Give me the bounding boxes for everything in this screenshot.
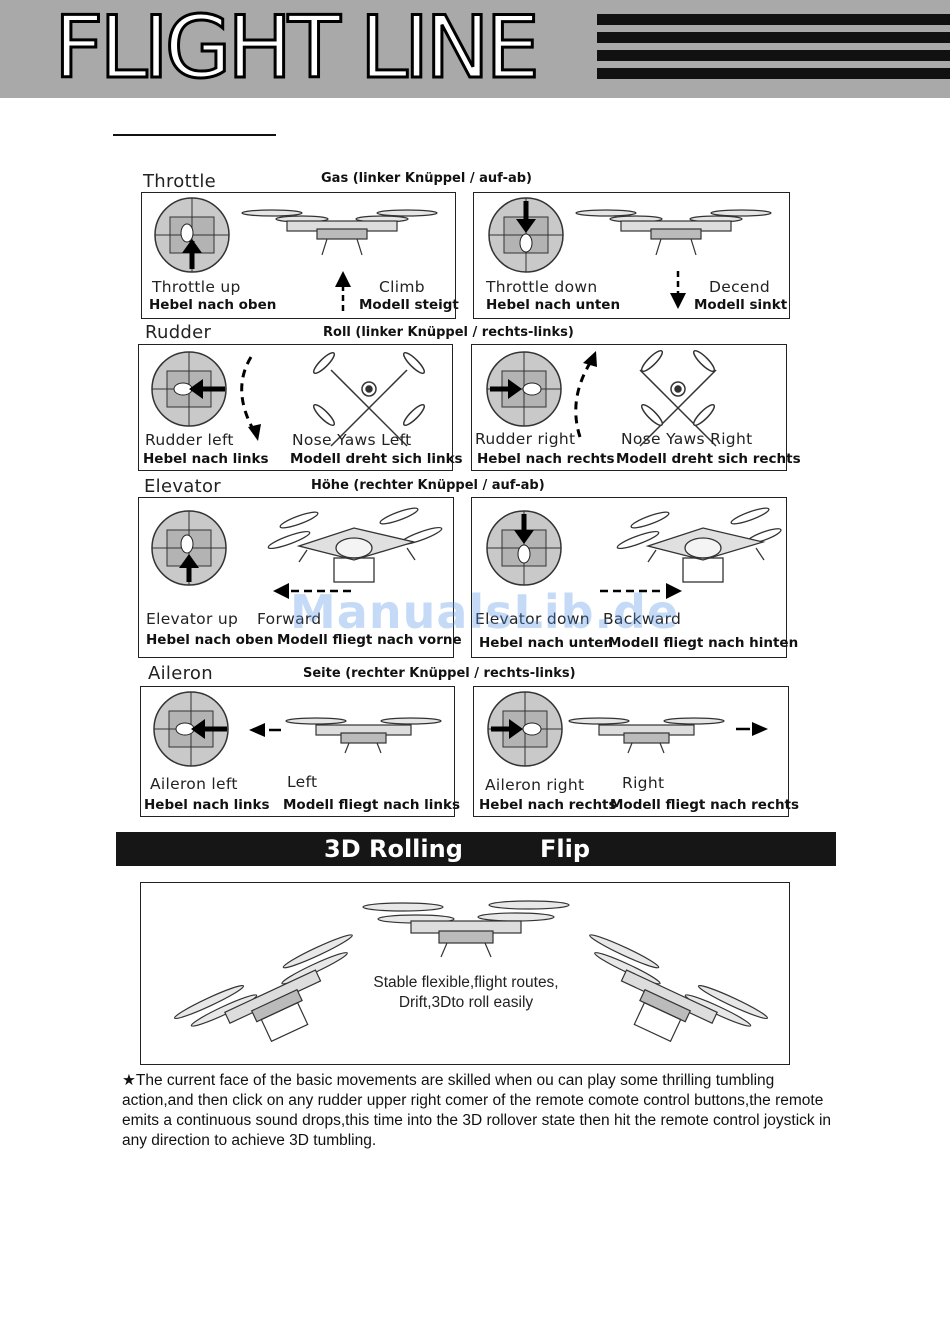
left-label: Left	[287, 773, 318, 791]
elevator-up-de: Hebel nach oben	[146, 632, 274, 648]
climb-arrow-icon	[335, 271, 351, 311]
stick-up-icon	[154, 197, 230, 273]
nose-yaws-right-de: Modell dreht sich rechts	[616, 451, 801, 467]
panel-elevator-down: Elevator down Hebel nach unten Backward …	[471, 497, 798, 658]
panel-elevator-up: Elevator up Hebel nach oben Forward Mode…	[138, 497, 462, 658]
panel-aileron-right: Aileron right Hebel nach rechts Right Mo…	[473, 686, 799, 817]
aileron-left-label: Aileron left	[150, 775, 238, 793]
forward-label: Forward	[257, 610, 322, 628]
section-title-de-throttle: Gas (linker Knüppel / auf-ab)	[321, 171, 533, 186]
right-de: Modell fliegt nach rechts	[610, 797, 800, 813]
rudder-right-de: Hebel nach rechts	[477, 451, 615, 467]
panel-throttle-up: Throttle up Hebel nach oben Climb Modell…	[141, 192, 459, 319]
rudder-right-label: Rudder right	[475, 430, 576, 448]
elevator-up-illustration	[151, 507, 443, 599]
left-de: Modell fliegt nach links	[283, 797, 461, 813]
panel-aileron-left: Aileron left Hebel nach links Left Model…	[140, 686, 460, 817]
panel-rudder-right: Rudder right Hebel nach rechts Nose Yaws…	[471, 344, 801, 471]
rudder-left-label: Rudder left	[145, 431, 234, 449]
section-title-elevator: Elevator	[144, 476, 222, 497]
drone-perspective-icon	[616, 507, 782, 583]
throttle-down-label: Throttle down	[486, 278, 598, 296]
drone-tilted-right-icon	[589, 934, 769, 1043]
rudder-left-de: Hebel nach links	[143, 451, 269, 467]
nose-yaws-right-label: Nose Yaws Right	[621, 430, 753, 448]
throttle-down-illustration	[488, 197, 772, 309]
drone-perspective-icon	[267, 507, 443, 583]
backward-de: Modell fliegt nach hinten	[608, 635, 799, 651]
aileron-right-de: Hebel nach rechts	[479, 797, 617, 813]
section-title-de-elevator: Höhe (rechter Knüppel / auf-ab)	[311, 478, 545, 493]
throttle-down-de: Hebel nach unten	[486, 297, 621, 313]
backward-label: Backward	[603, 610, 682, 628]
flip-illustration-box: Stable flexible,flight routes, Drift,3Dt…	[140, 882, 790, 1065]
nose-yaws-left-label: Nose Yaws Left	[292, 431, 412, 449]
stick-right-icon	[486, 351, 562, 427]
flip-banner: 3D Rolling Flip	[116, 832, 836, 866]
drone-top-icon	[312, 351, 426, 447]
nose-yaws-left-de: Modell dreht sich links	[290, 451, 463, 467]
elevator-up-label: Elevator up	[146, 610, 239, 628]
drone-front-icon	[285, 717, 442, 754]
drone-top-icon	[639, 349, 717, 447]
flip-caption-line1: Stable flexible,flight routes,	[373, 974, 559, 991]
left-arrow-icon	[249, 723, 281, 737]
heading-underline	[113, 134, 276, 136]
rotate-arrow-icon	[240, 356, 261, 441]
aileron-right-illustration	[487, 691, 768, 767]
page-header: FLIGHT LINE	[0, 0, 950, 98]
throttle-up-label: Throttle up	[152, 278, 241, 296]
drone-tilted-left-icon	[173, 934, 353, 1043]
backward-arrow-icon	[600, 583, 682, 599]
stick-down-icon	[486, 510, 562, 586]
aileron-left-illustration	[153, 691, 442, 767]
section-title-throttle: Throttle	[143, 171, 217, 192]
elevator-down-de: Hebel nach unten	[479, 635, 614, 651]
section-title-aileron: Aileron	[148, 663, 213, 684]
rudder-left-illustration	[151, 351, 426, 447]
elevator-down-label: Elevator down	[475, 610, 590, 628]
climb-label: Climb	[379, 278, 425, 296]
section-title-de-rudder: Roll (linker Knüppel / rechts-links)	[323, 325, 574, 340]
climb-de: Modell steigt	[359, 297, 459, 313]
forward-de: Modell fliegt nach vorne	[277, 632, 462, 648]
rudder-right-illustration	[486, 349, 717, 447]
stick-right-icon	[487, 691, 563, 767]
header-stripes	[597, 14, 950, 86]
flip-drones-illustration	[173, 900, 769, 1043]
stick-left-icon	[151, 351, 227, 427]
drone-front-icon	[241, 209, 438, 256]
drone-front-icon	[568, 717, 725, 754]
stick-up-icon	[151, 510, 227, 586]
descend-de: Modell sinkt	[694, 297, 788, 313]
descend-label: Decend	[709, 278, 770, 296]
aileron-right-label: Aileron right	[485, 776, 585, 794]
right-arrow-icon	[736, 722, 768, 736]
rotate-arrow-icon	[574, 351, 597, 438]
stick-down-icon	[488, 197, 564, 273]
flip-instructions-note: ★The current face of the basic movements…	[122, 1072, 832, 1149]
banner-flip: Flip	[540, 835, 591, 863]
elevator-down-illustration	[486, 507, 782, 599]
panel-rudder-left: Rudder left Hebel nach links Nose Yaws L…	[138, 344, 463, 471]
right-label: Right	[622, 774, 665, 792]
drone-front-icon	[575, 209, 772, 256]
descend-arrow-icon	[670, 271, 686, 309]
banner-3d-rolling: 3D Rolling	[324, 835, 463, 863]
throttle-up-illustration	[154, 197, 438, 311]
section-title-de-aileron: Seite (rechter Knüppel / rechts-links)	[303, 666, 576, 681]
drone-center-icon	[362, 900, 570, 958]
watermark: ManualsLib.de	[290, 585, 680, 639]
throttle-up-de: Hebel nach oben	[149, 297, 277, 313]
panel-throttle-down: Throttle down Hebel nach unten Decend Mo…	[473, 192, 790, 319]
forward-arrow-icon	[273, 583, 355, 599]
flip-caption-line2: Drift,3Dto roll easily	[398, 994, 534, 1011]
section-title-rudder: Rudder	[145, 322, 212, 343]
stick-left-icon	[153, 691, 229, 767]
brand-logo: FLIGHT LINE	[53, 0, 542, 98]
aileron-left-de: Hebel nach links	[144, 797, 270, 813]
